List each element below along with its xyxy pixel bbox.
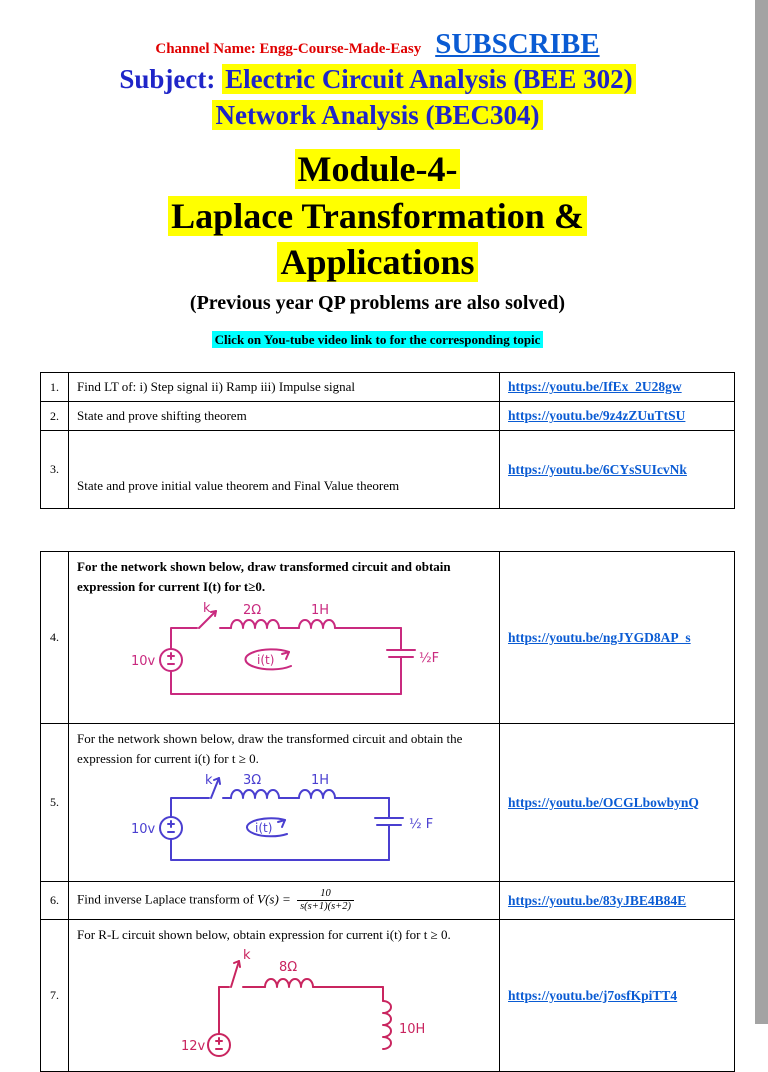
circuit-label-switch: k (203, 602, 211, 616)
question-text: expression for current i(t) for t ≥ 0. (77, 751, 259, 767)
circuit-label-resistor: 2Ω (243, 603, 261, 618)
fraction-numerator: 10 (320, 888, 331, 900)
question-cell: Find inverse Laplace transform of V(s) =… (68, 881, 500, 921)
rl-circuit-figure: k 8Ω 10H 12v (181, 949, 425, 1058)
youtube-link[interactable]: https://youtu.be/OCGLbowbynQ (508, 794, 699, 810)
question-text: State and prove initial value theorem an… (77, 478, 400, 494)
row-number: 1. (40, 372, 69, 403)
question-cell: For the network shown below, draw the tr… (68, 723, 500, 883)
circuit-label-resistor: 3Ω (243, 774, 261, 788)
question-text: For the network shown below, draw transf… (77, 559, 451, 575)
circuit-label-inductor: 1H (311, 774, 329, 788)
table-row: 5. For the network shown below, draw the… (40, 723, 735, 883)
row-number: 4. (40, 551, 69, 725)
table-row: 7. For R-L circuit shown below, obtain e… (40, 919, 735, 1072)
subject-line-1: Subject: Electric Circuit Analysis (BEE … (0, 61, 755, 97)
youtube-link[interactable]: https://youtu.be/83yJBE4B84E (508, 892, 687, 908)
circuit-label-switch: k (205, 774, 213, 788)
subject-line-2: Network Analysis (BEC304) (0, 97, 755, 133)
youtube-link[interactable]: https://youtu.be/ngJYGD8AP_s (508, 629, 691, 645)
row-number: 5. (40, 723, 69, 883)
header-line: Channel Name: Engg-Course-Made-Easy SUBS… (0, 28, 755, 61)
rlc-circuit-figure: 10v k 3Ω 1H ½ F i(t) (131, 774, 433, 861)
row-number: 3. (40, 430, 69, 510)
youtube-link[interactable]: https://youtu.be/6CYsSUIcvNk (508, 461, 687, 477)
circuit-label-source: 10v (131, 822, 156, 837)
row-number: 2. (40, 401, 69, 432)
youtube-link[interactable]: https://youtu.be/j7osfKpiTT4 (508, 987, 678, 1003)
link-cell: https://youtu.be/9z4zZUuTtSU (499, 401, 735, 432)
module-title-line-1: Module-4- (294, 148, 461, 189)
rlc-circuit-figure: 10v k 2Ω 1H ½F i(t) (131, 602, 439, 695)
fraction-denominator: s(s+1)(s+2) (297, 900, 354, 913)
channel-name-label: Channel Name: Engg-Course-Made-Easy (155, 41, 422, 57)
link-cell: https://youtu.be/j7osfKpiTT4 (499, 919, 735, 1072)
youtube-link[interactable]: https://youtu.be/IfEx_2U28gw (508, 379, 682, 395)
math-expression: V(s) = (257, 891, 291, 907)
module-title: Module-4- Laplace Transformation & Appli… (0, 146, 755, 286)
table-row: 4. For the network shown below, draw tra… (40, 551, 735, 725)
note-line: Click on You-tube video link to for the … (0, 331, 755, 349)
subject-prefix: Subject: (119, 64, 216, 94)
table-row: 2. State and prove shifting theorem http… (40, 401, 735, 432)
link-cell: https://youtu.be/IfEx_2U28gw (499, 372, 735, 403)
viewer-scrollbar-gutter[interactable] (755, 0, 768, 1024)
table-row: 6. Find inverse Laplace transform of V(s… (40, 881, 735, 921)
question-cell: For the network shown below, draw transf… (68, 551, 500, 725)
youtube-link[interactable]: https://youtu.be/9z4zZUuTtSU (508, 408, 686, 424)
question-text: expression for current I(t) for t≥0. (77, 579, 266, 595)
link-cell: https://youtu.be/6CYsSUIcvNk (499, 430, 735, 510)
question-text: For the network shown below, draw the tr… (77, 731, 463, 747)
row-number: 7. (40, 919, 69, 1072)
circuit-label-capacitor: ½F (419, 651, 439, 666)
circuit-label-switch: k (243, 949, 251, 963)
module-title-line-3: Applications (277, 242, 478, 283)
circuit-label-source: 12v (181, 1039, 206, 1054)
subscribe-link[interactable]: SUBSCRIBE (435, 28, 600, 60)
circuit-label-source: 10v (131, 654, 156, 669)
math-fraction: 10 s(s+1)(s+2) (297, 888, 354, 913)
question-text: For R-L circuit shown below, obtain expr… (77, 927, 451, 943)
subtitle: (Previous year QP problems are also solv… (189, 292, 566, 315)
circuit-label-capacitor: ½ F (409, 817, 433, 832)
subject-course-1: Electric Circuit Analysis (BEE 302) (222, 64, 636, 94)
topics-table-2: 4. For the network shown below, draw tra… (40, 551, 735, 1072)
row-number: 6. (40, 881, 69, 921)
circuit-label-inductor: 1H (311, 603, 329, 618)
link-cell: https://youtu.be/ngJYGD8AP_s (499, 551, 735, 725)
topics-table-1: 1. Find LT of: i) Step signal ii) Ramp i… (40, 372, 735, 510)
link-cell: https://youtu.be/OCGLbowbynQ (499, 723, 735, 883)
note-highlight: Click on You-tube video link to for the … (211, 331, 544, 349)
circuit-label-current: i(t) (257, 653, 274, 667)
question-cell: For R-L circuit shown below, obtain expr… (68, 919, 500, 1072)
link-cell: https://youtu.be/83yJBE4B84E (499, 881, 735, 921)
question-text: Find inverse Laplace transform of (77, 891, 254, 907)
module-title-line-2: Laplace Transformation & (168, 195, 587, 236)
circuit-label-current: i(t) (255, 821, 272, 835)
circuit-label-resistor: 8Ω (279, 960, 297, 975)
question-text: Find LT of: i) Step signal ii) Ramp iii)… (77, 379, 356, 395)
question-cell: State and prove shifting theorem (68, 401, 500, 432)
table-row: 1. Find LT of: i) Step signal ii) Ramp i… (40, 372, 735, 403)
subject-course-2: Network Analysis (BEC304) (212, 100, 543, 131)
question-text: State and prove shifting theorem (77, 408, 247, 424)
question-cell: Find LT of: i) Step signal ii) Ramp iii)… (68, 372, 500, 403)
circuit-label-inductor: 10H (399, 1022, 425, 1037)
table-row: 3. State and prove initial value theorem… (40, 430, 735, 510)
question-cell: State and prove initial value theorem an… (68, 430, 500, 510)
